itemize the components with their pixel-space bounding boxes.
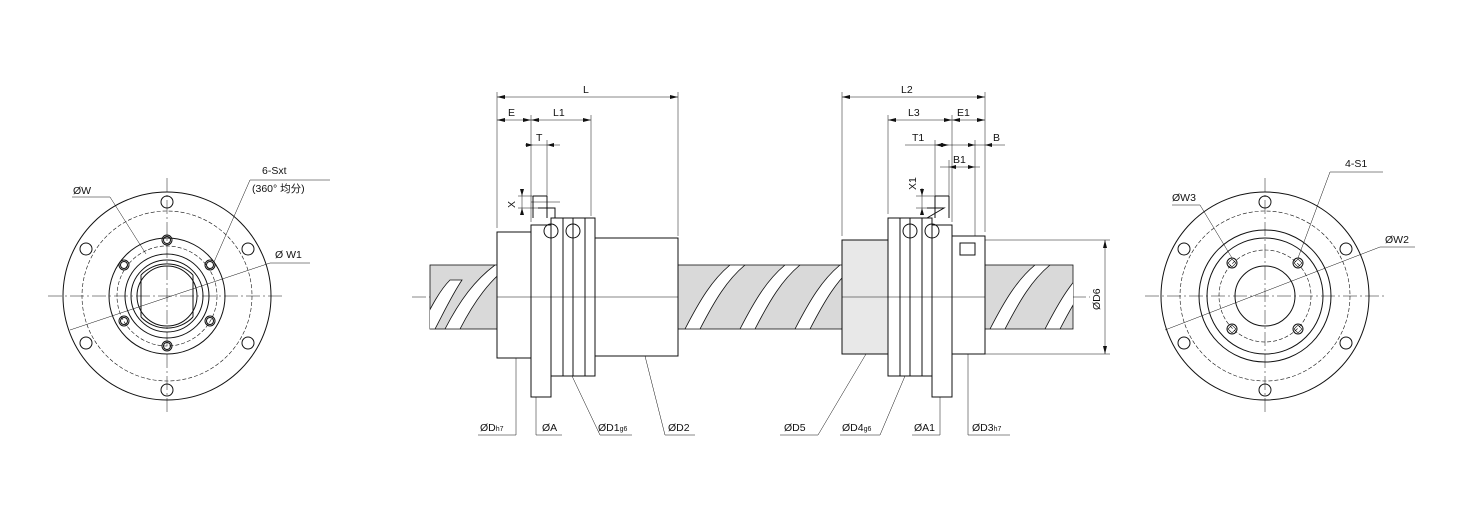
bolt-circle-w: [81, 210, 253, 382]
label-A: ØA: [542, 422, 557, 434]
label-D2: ØD2: [668, 422, 690, 434]
ball: [924, 223, 940, 239]
left-end-view: ØW 6-Sxt (360° 均分) Ø W1: [48, 165, 330, 412]
dim-T1: T1: [912, 132, 924, 144]
bolt-hole: [79, 336, 93, 350]
label-w: ØW: [73, 185, 91, 197]
ball: [902, 223, 918, 239]
bolt-hole: [1258, 195, 1272, 209]
ball: [543, 223, 559, 239]
label-w3: ØW3: [1172, 192, 1196, 204]
left-nut: L E L1 T X ØDh7 ØA ØD1g6 ØD: [478, 84, 695, 436]
dim-L2: L2: [901, 84, 913, 96]
label-A1: ØA1: [914, 422, 935, 434]
bolt-circle-w1: [116, 245, 218, 347]
right-end-view: ØW3 4-S1 ØW2: [1145, 158, 1415, 412]
label-w2: ØW2: [1385, 234, 1409, 246]
bolt-hole: [241, 242, 255, 256]
bolt-hole: [1339, 242, 1353, 256]
label-w1: Ø W1: [275, 249, 302, 261]
dim-L: L: [583, 84, 589, 96]
bolt-hole: [1177, 336, 1191, 350]
dim-B1: B1: [953, 154, 966, 166]
dim-D6: ØD6: [1091, 288, 1103, 310]
dim-B: B: [993, 132, 1000, 144]
bolt-hole: [241, 336, 255, 350]
bolt-circle-w2: [1179, 210, 1351, 382]
dim-X: X: [506, 201, 518, 208]
bolt-circle-w3: [1218, 249, 1312, 343]
label-D3: ØD3h7: [972, 422, 1001, 434]
flange: [530, 224, 552, 398]
flange-outline: [62, 191, 272, 401]
bolt-hole: [160, 195, 174, 209]
dim-L3: L3: [908, 107, 920, 119]
bolt-hole: [79, 242, 93, 256]
label-D5: ØD5: [784, 422, 806, 434]
label-D4: ØD4g6: [842, 422, 871, 434]
label-holes: 6-Sxt: [262, 165, 287, 177]
bolt-hole: [1177, 242, 1191, 256]
right-nut: L2 L3 E1 T1 B B1 X1: [780, 84, 1110, 436]
tapped-hole: [118, 234, 216, 352]
bolt-hole: [160, 383, 174, 397]
label-D: ØDh7: [480, 422, 504, 434]
bolt-hole: [1339, 336, 1353, 350]
dim-X1: X1: [907, 177, 919, 190]
tapped-hole: [1226, 257, 1304, 335]
dim-T: T: [536, 132, 543, 144]
flange-a1: [931, 224, 953, 398]
nut-body-d3: [951, 235, 986, 355]
ball: [565, 223, 581, 239]
dim-E1: E1: [957, 107, 970, 119]
flange-outline: [1160, 191, 1370, 401]
label-holes-note: (360° 均分): [252, 183, 305, 195]
bolt-hole: [1258, 383, 1272, 397]
dim-L1: L1: [553, 107, 565, 119]
dim-E: E: [508, 107, 515, 119]
nut-body: [496, 231, 532, 359]
label-D1: ØD1g6: [598, 422, 627, 434]
label-s1: 4-S1: [1345, 158, 1367, 170]
screw-shaft: [412, 264, 1090, 330]
